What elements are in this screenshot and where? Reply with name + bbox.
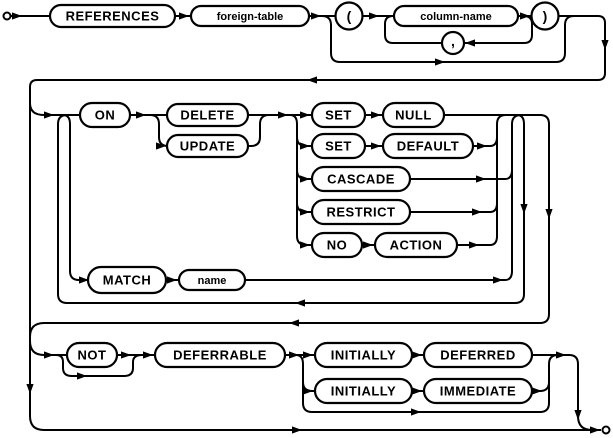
node-default-label: DEFAULT [397,139,459,154]
node-not-label: NOT [78,348,107,363]
node-null-label: NULL [395,108,432,123]
node-no-box [310,231,364,259]
node-deferred-label: DEFERRED [440,348,516,363]
node-references-label: REFERENCES [66,9,160,24]
node-update: UPDATE [165,133,250,159]
node-null-box [381,101,446,129]
node-initially-a-label: INITIALLY [331,348,396,363]
node-comma: , [440,30,466,56]
node-deferrable-box [153,341,287,369]
node-close-paren-circle [530,1,560,31]
node-restrict-box [310,198,412,226]
node-match-box [86,265,168,295]
node-default: DEFAULT [381,132,475,160]
node-immediate: IMMEDIATE [422,377,534,405]
track-not-bypass [55,354,143,377]
node-open-paren: ( [334,1,364,31]
node-action: ACTION [373,231,459,259]
node-initially-deferred-initially: INITIALLY [313,341,414,369]
node-no-label: NO [327,238,348,253]
node-column-name-box [392,4,520,28]
node-cascade: CASCADE [310,165,412,193]
node-name: name [177,268,247,292]
node-default-box [381,132,475,160]
node-cascade-label: CASCADE [327,172,395,187]
node-initially-b-box [313,377,414,405]
node-set-a-box [310,101,367,129]
node-not-box [65,341,119,369]
node-delete-label: DELETE [180,108,234,123]
node-cascade-box [310,165,412,193]
node-on-box [78,101,132,129]
node-foreign-table-box [189,4,311,28]
node-deferred: DEFERRED [422,341,534,369]
node-deferred-box [422,341,534,369]
node-set-null-set: SET [310,101,367,129]
node-set-b-label: SET [325,139,352,154]
end-terminal-icon [601,425,611,435]
node-close-paren: ) [530,1,560,31]
node-no: NO [310,231,364,259]
node-match-label: MATCH [103,273,151,288]
node-deferrable-label: DEFERRABLE [173,348,267,363]
node-restrict-label: RESTRICT [327,205,396,220]
node-close-paren-label: ) [543,8,548,24]
track-main-spine [11,15,606,431]
node-immediate-label: IMMEDIATE [440,384,516,399]
node-delete: DELETE [165,102,250,128]
node-references: REFERENCES [48,3,177,29]
node-update-box [165,133,250,159]
node-comma-label: , [451,33,455,49]
node-set-b-box [310,132,367,160]
start-terminal-icon [2,11,12,21]
track-deferrable-row [29,340,593,431]
track-paren-bypass [321,15,575,63]
node-update-label: UPDATE [180,139,235,154]
node-column-name: column-name [392,4,520,28]
node-foreign-table: foreign-table [189,4,311,28]
node-references-box [48,3,177,29]
node-initially-a-box [313,341,414,369]
track-no-action-row [306,235,498,246]
track-match-branch [62,114,522,281]
node-deferrable: DEFERRABLE [153,341,287,369]
node-column-name-label: column-name [420,11,492,23]
node-set-a-label: SET [325,108,352,123]
track-initially-bypass [295,354,559,413]
node-initially-b-label: INITIALLY [331,384,396,399]
node-open-paren-circle [334,1,364,31]
node-on-label: ON [95,108,116,123]
node-match: MATCH [86,265,168,295]
node-null: NULL [381,101,446,129]
node-on: ON [78,101,132,129]
node-foreign-table-label: foreign-table [217,11,284,23]
node-action-box [373,231,459,259]
node-name-box [177,268,247,292]
node-open-paren-label: ( [347,8,352,24]
track-repeat-loop [57,114,525,304]
node-set-default-set: SET [310,132,367,160]
node-not: NOT [65,341,119,369]
node-restrict: RESTRICT [310,198,412,226]
arrowheads [12,12,609,434]
node-immediate-box [422,377,534,405]
node-name-label: name [198,275,227,287]
node-delete-box [165,102,250,128]
node-action-label: ACTION [390,238,443,253]
node-initially-immediate-initially: INITIALLY [313,377,414,405]
node-comma-circle [440,30,466,56]
track-right-collector [496,114,507,238]
